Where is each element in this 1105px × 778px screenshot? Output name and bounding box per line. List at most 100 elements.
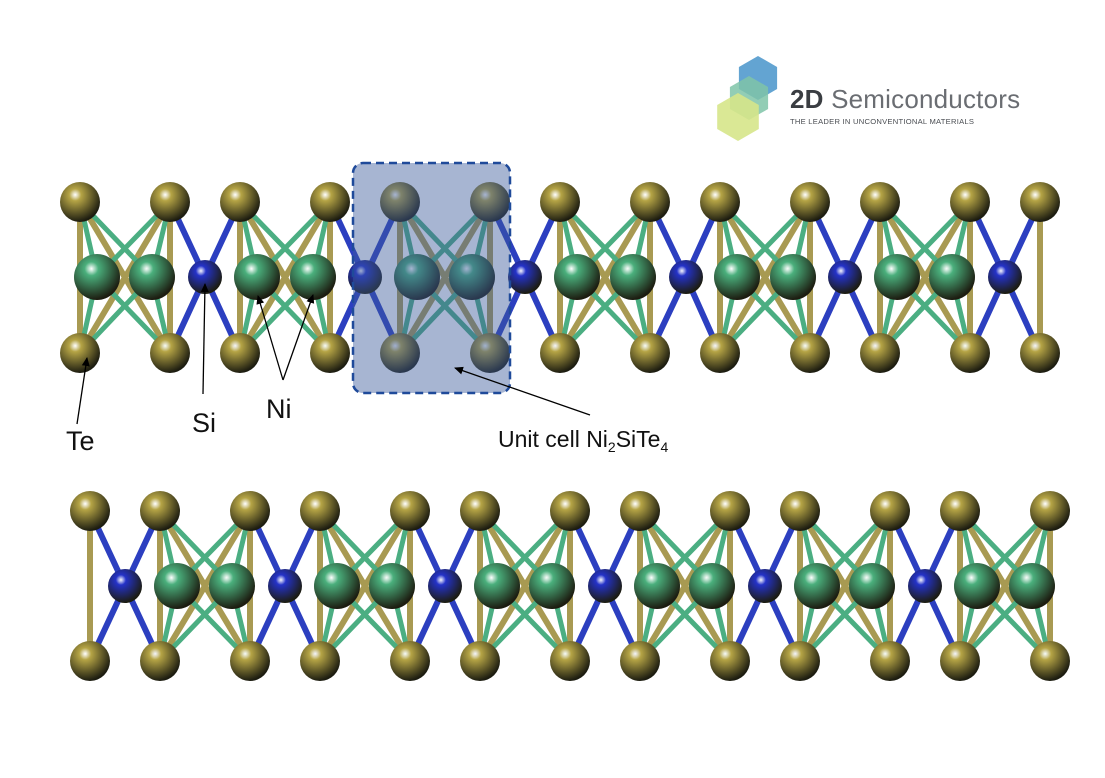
ni-atom [714,254,760,300]
si-atom [348,260,382,294]
te-atom [300,641,340,681]
logo-brand-bold: 2D [790,84,824,114]
te-atom [390,491,430,531]
te-atom [950,333,990,373]
te-atom [700,182,740,222]
te-atom [940,491,980,531]
te-atom [70,641,110,681]
si-atom [908,569,942,603]
te-atom [140,491,180,531]
te-atom [790,333,830,373]
te-atom [710,641,750,681]
te-atom [860,182,900,222]
si-label: Si [192,408,217,438]
te-atom [220,333,260,373]
te-te-bond [317,508,413,664]
ni-atom [554,254,600,300]
ni-label: Ni [266,394,292,424]
si-arrow [200,283,209,395]
ni-atom [74,254,120,300]
te-te-bond [477,508,573,664]
si-atom [268,569,302,603]
te-atom [620,641,660,681]
logo-brand-name: 2D Semiconductors [790,84,1020,115]
te-atom [1020,333,1060,373]
te-te-bond [637,508,733,664]
te-atom [870,491,910,531]
te-atom [300,491,340,531]
te-atom [230,641,270,681]
te-atom [780,491,820,531]
te-atom [790,182,830,222]
ni-arrow-right [282,294,315,381]
ni-atom [689,563,735,609]
ni-atom [394,254,440,300]
si-atom [748,569,782,603]
si-atom [669,260,703,294]
te-atom [780,641,820,681]
unit-cell-label-mid: SiTe [615,426,661,452]
te-atom [460,491,500,531]
te-atom [710,491,750,531]
te-atom [60,333,100,373]
te-atom [380,333,420,373]
te-atom [1020,182,1060,222]
si-atom [508,260,542,294]
ni-atom [449,254,495,300]
te-te-bond [237,199,333,356]
te-atom [540,182,580,222]
ni-atom [1009,563,1055,609]
te-atom [150,333,190,373]
ni-atom [154,563,200,609]
te-atom [390,641,430,681]
si-atom [428,569,462,603]
te-te-bond [77,199,173,356]
te-label: Te [66,426,95,456]
te-atom [700,333,740,373]
ni-atom [634,563,680,609]
unit-cell-box [351,161,512,395]
si-atom [988,260,1022,294]
atom-layer [60,182,1070,681]
te-atom [230,491,270,531]
si-atom [188,260,222,294]
ni-atom [234,254,280,300]
ni-atom [770,254,816,300]
te-atom [540,333,580,373]
te-atom [220,182,260,222]
ni-atom [929,254,975,300]
logo-tagline: THE LEADER IN UNCONVENTIONAL MATERIALS [790,117,975,126]
te-atom [860,333,900,373]
te-atom [310,333,350,373]
te-atom [950,182,990,222]
logo-hex-yellow [717,93,759,141]
ni-atom [954,563,1000,609]
si-atom [588,569,622,603]
te-te-bond [157,508,253,664]
te-atom [1030,641,1070,681]
logo-hexagons [717,56,778,141]
te-atom [70,491,110,531]
te-atom [550,641,590,681]
ni-atom [129,254,175,300]
te-atom [460,641,500,681]
te-te-bond [877,199,973,356]
te-arrow [76,357,90,425]
unit-cell-arrow [454,366,591,416]
te-atom [630,182,670,222]
te-atom [870,641,910,681]
te-te-bond [557,199,653,356]
ni-atom [794,563,840,609]
unit-cell-label-sub1: 2 [607,439,616,455]
si-atom [828,260,862,294]
annotation-arrows [76,283,591,425]
te-atom [60,182,100,222]
ni-atom [874,254,920,300]
te-te-bond [397,199,493,356]
unit-cell-label-sub2: 4 [660,439,669,455]
si-atom [108,569,142,603]
te-atom [140,641,180,681]
ni-atom [610,254,656,300]
te-atom [1030,491,1070,531]
